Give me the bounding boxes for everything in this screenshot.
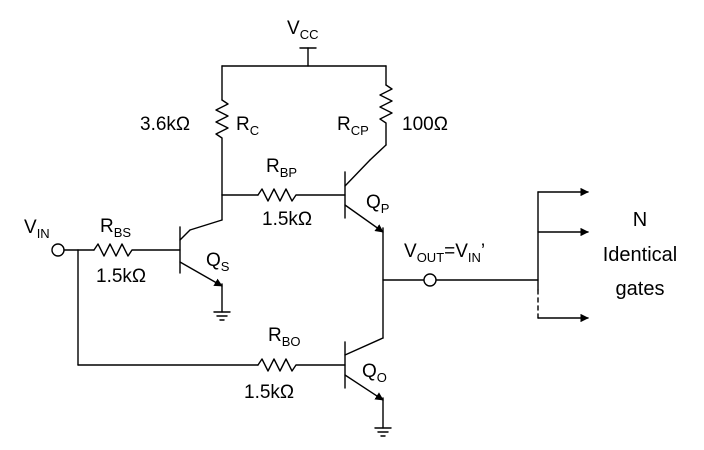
vout-terminal bbox=[423, 273, 437, 287]
rbs-value: 1.5kΩ bbox=[96, 266, 146, 287]
gates-label-line3: gates bbox=[616, 278, 665, 300]
gates-label-line1: N bbox=[633, 209, 647, 231]
vcc-rail bbox=[221, 47, 387, 101]
rbo-label: RBO bbox=[268, 325, 301, 349]
output-node-wires bbox=[382, 227, 539, 339]
rc-node-wires bbox=[189, 194, 259, 231]
rbs-label: RBS bbox=[100, 216, 131, 240]
qs-transistor bbox=[179, 226, 231, 321]
rcp-resistor bbox=[379, 84, 393, 146]
qs-label: QS bbox=[206, 250, 230, 274]
rbs-resistor bbox=[93, 243, 181, 257]
rbp-value: 1.5kΩ bbox=[262, 209, 312, 230]
vout-label: VOUT=VIN’ bbox=[404, 241, 485, 265]
rc-label: RC bbox=[236, 114, 259, 138]
rc-value: 3.6kΩ bbox=[140, 114, 190, 135]
vcc-label: VCC bbox=[287, 18, 318, 42]
vin-label: VIN bbox=[24, 217, 50, 241]
gates-label-line2: Identical bbox=[603, 244, 678, 266]
fanout-arrows bbox=[537, 187, 589, 323]
vin-terminal bbox=[51, 243, 65, 257]
feedback-wire bbox=[77, 249, 259, 366]
rcp-label: RCP bbox=[337, 114, 369, 138]
qp-label: QP bbox=[366, 192, 389, 216]
rbp-resistor bbox=[257, 188, 346, 202]
qo-transistor bbox=[344, 337, 392, 437]
rbo-value: 1.5kΩ bbox=[244, 382, 294, 403]
rbo-resistor bbox=[257, 358, 346, 372]
rbp-label: RBP bbox=[266, 156, 297, 180]
qp-transistor bbox=[344, 159, 384, 233]
rc-resistor bbox=[215, 99, 229, 196]
qo-label: QO bbox=[362, 361, 387, 385]
rcp-value: 100Ω bbox=[402, 114, 448, 135]
qp-collector-wire bbox=[369, 144, 387, 161]
